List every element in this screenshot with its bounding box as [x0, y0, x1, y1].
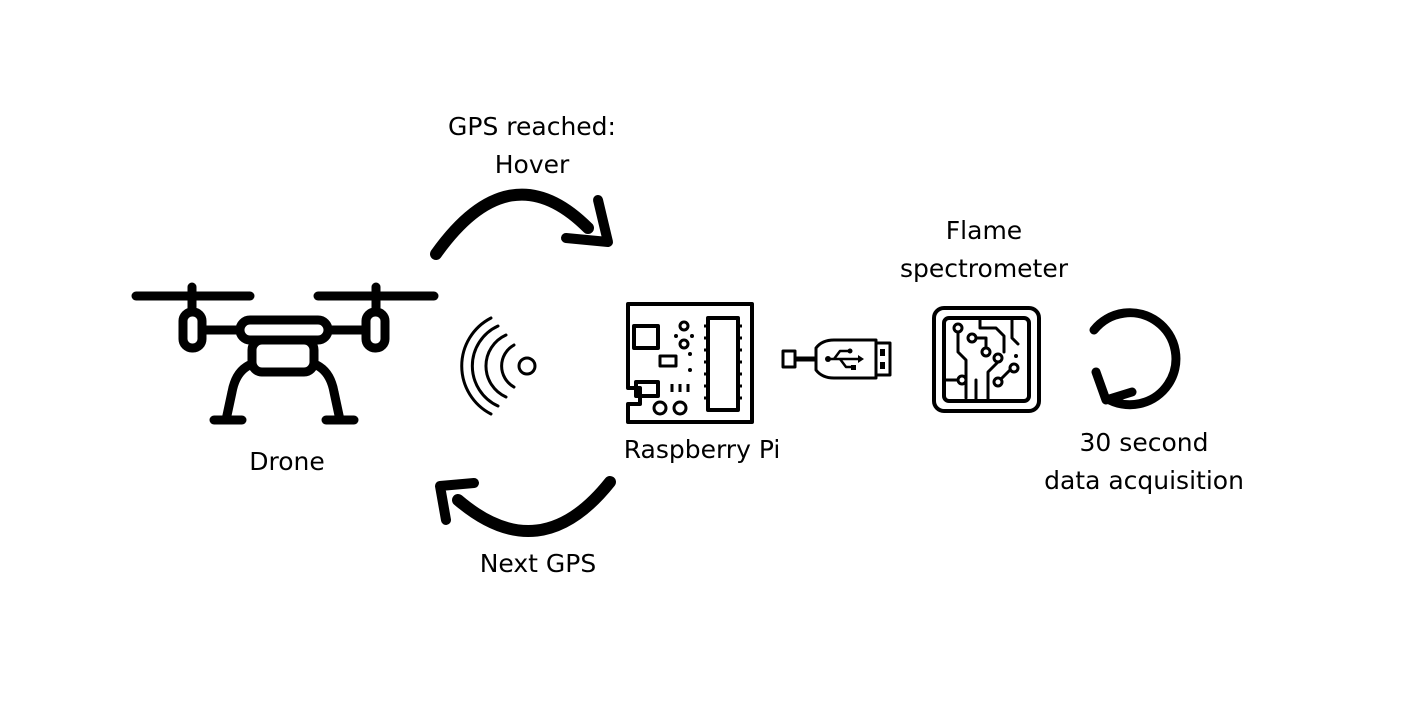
raspberry-pi-label: Raspberry Pi	[623, 435, 781, 464]
usb-plug-icon	[781, 338, 892, 380]
gps-reached-label: GPS reached: Hover	[420, 108, 644, 184]
drone-icon	[131, 282, 439, 425]
circuit-chip-icon	[932, 306, 1041, 413]
next-gps-label: Next GPS	[479, 549, 597, 578]
flame-spectrometer-label: Flame spectrometer	[882, 212, 1086, 288]
flame-line2: spectrometer	[899, 254, 1069, 283]
acq-line2: data acquisition	[1044, 466, 1244, 495]
flame-line1: Flame	[945, 216, 1023, 245]
gps-reached-line1: GPS reached:	[448, 112, 616, 141]
next-gps-arrow	[435, 476, 616, 537]
hover-arrow	[430, 188, 613, 260]
raspberry-pi-board-icon	[626, 302, 754, 424]
refresh-icon	[1089, 308, 1181, 410]
gps-reached-line2: Hover	[494, 150, 570, 179]
drone-label: Drone	[249, 447, 325, 476]
acq-line1: 30 second	[1079, 428, 1209, 457]
wireless-signal-icon	[460, 316, 537, 416]
data-acquisition-label: 30 second data acquisition	[1030, 424, 1258, 500]
